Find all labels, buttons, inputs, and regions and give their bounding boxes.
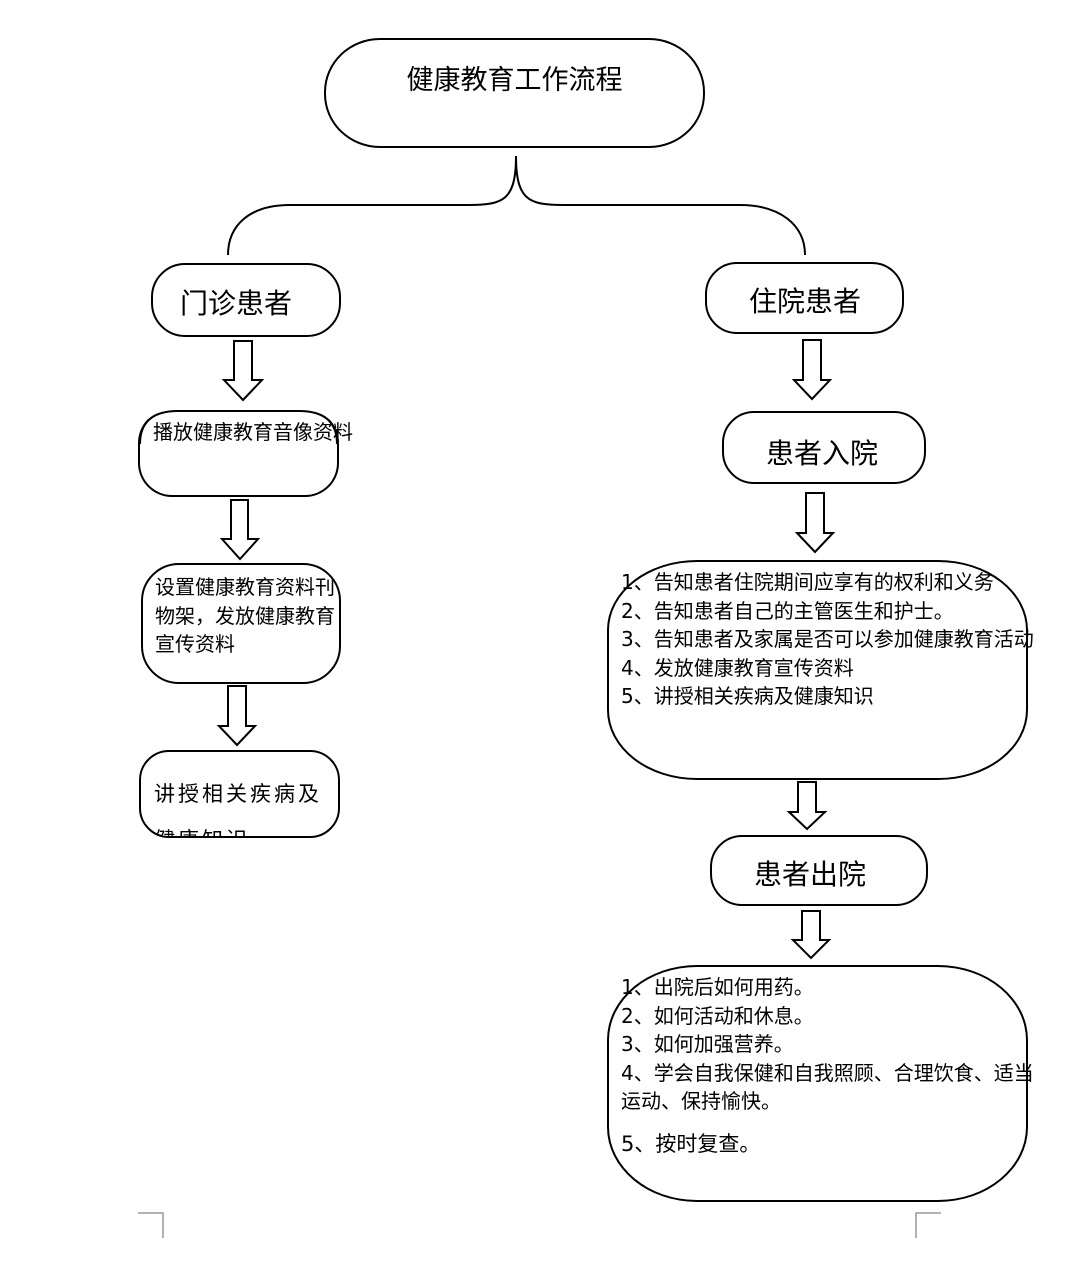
step-1-top-curve — [139, 410, 338, 445]
outpatient-label: 门诊患者 — [180, 287, 293, 320]
arrow-down-icon — [790, 910, 832, 960]
admission-item: 3、告知患者及家属是否可以参加健康教育活动 — [621, 627, 1034, 651]
admission-label: 患者入院 — [766, 437, 879, 470]
discharge-item: 运动、保持愉快。 — [621, 1089, 781, 1113]
discharge-items-box: 1、出院后如何用药。 2、如何活动和休息。 3、如何加强营养。 4、学会自我保健… — [607, 965, 1034, 1202]
outpatient-step-1: 播放健康教育音像资料 — [138, 409, 353, 497]
outpatient-step-2-line: 宣传资料 — [155, 632, 235, 656]
admission-item: 2、告知患者自己的主管医生和护士。 — [621, 598, 954, 623]
arrow-down-icon — [794, 492, 836, 554]
outpatient-step-2-text: 设置健康教育资料刊 物架，发放健康教育 宣传资料 — [155, 573, 335, 659]
page-corner-mark — [915, 1212, 941, 1238]
outpatient-step-3-line: 讲授相关疾病及 — [154, 782, 322, 806]
discharge-item: 5、按时复查。 — [621, 1131, 761, 1156]
admission-item: 1、告知患者住院期间应享有的权利和义务 — [621, 570, 994, 594]
outpatient-step-3: 讲授相关疾病及 健康知识 — [139, 750, 340, 838]
discharge-item: 4、学会自我保健和自我照顾、合理饮食、适当 — [621, 1060, 1034, 1085]
admission-items-list: 1、告知患者住院期间应享有的权利和义务 2、告知患者自己的主管医生和护士。 3、… — [621, 568, 1034, 711]
arrow-down-icon — [219, 499, 261, 561]
branch-brace-connector-right — [515, 155, 806, 256]
outpatient-node: 门诊患者 — [151, 263, 341, 337]
outpatient-step-1-text: 播放健康教育音像资料 — [153, 420, 353, 444]
diagram-title: 健康教育工作流程 — [406, 65, 623, 96]
outpatient-step-3-text: 讲授相关疾病及 健康知识 — [154, 771, 322, 836]
title-box: 健康教育工作流程 — [324, 38, 705, 148]
outpatient-step-3-line: 健康知识 — [154, 817, 322, 836]
discharge-item: 3、如何加强营养。 — [621, 1032, 794, 1056]
arrow-down-icon — [221, 340, 265, 402]
discharge-node: 患者出院 — [710, 835, 928, 906]
outpatient-step-2-line: 设置健康教育资料刊 — [155, 575, 335, 599]
admission-item: 4、发放健康教育宣传资料 — [621, 655, 854, 680]
arrow-down-icon — [786, 781, 828, 831]
discharge-item: 1、出院后如何用药。 — [621, 975, 814, 999]
outpatient-step-2-line: 物架，发放健康教育 — [155, 603, 335, 628]
admission-item: 5、讲授相关疾病及健康知识 — [621, 684, 874, 708]
discharge-item: 2、如何活动和休息。 — [621, 1003, 814, 1028]
page-corner-mark — [138, 1212, 164, 1238]
arrow-down-icon — [791, 339, 833, 401]
branch-brace-connector — [227, 155, 517, 256]
outpatient-step-2: 设置健康教育资料刊 物架，发放健康教育 宣传资料 — [141, 563, 341, 684]
discharge-label: 患者出院 — [754, 858, 867, 891]
inpatient-node: 住院患者 — [705, 262, 904, 334]
arrow-down-icon — [216, 685, 258, 747]
admission-node: 患者入院 — [722, 411, 926, 484]
discharge-items-list: 1、出院后如何用药。 2、如何活动和休息。 3、如何加强营养。 4、学会自我保健… — [621, 973, 1034, 1158]
inpatient-label: 住院患者 — [749, 285, 862, 318]
admission-items-box: 1、告知患者住院期间应享有的权利和义务 2、告知患者自己的主管医生和护士。 3、… — [607, 560, 1034, 780]
